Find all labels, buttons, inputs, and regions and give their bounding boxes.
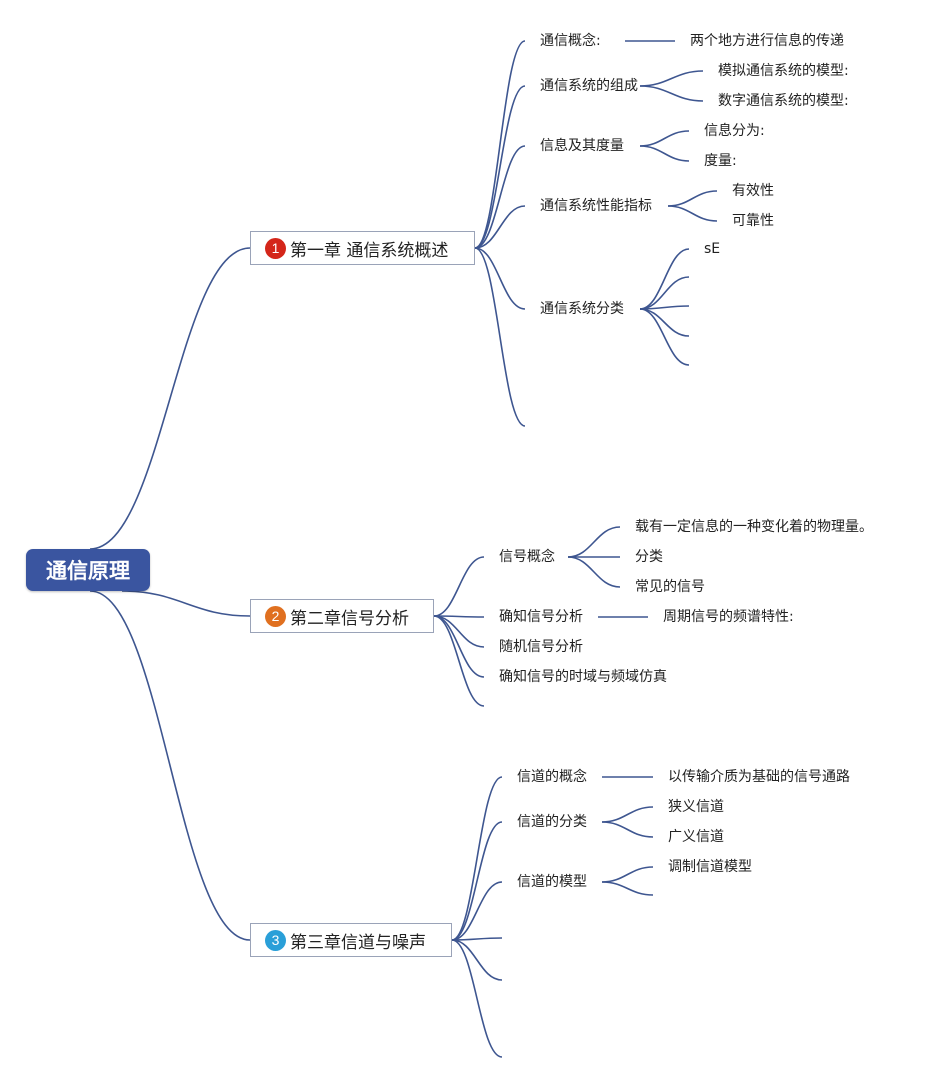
chapter-label: 第一章 通信系统概述: [290, 240, 449, 261]
topic-1-3-child-1-line: [639, 130, 690, 147]
chapter-3-topic-2-line: [451, 821, 503, 941]
chapter-1-topic-2-line: [474, 85, 526, 249]
topic-2-2[interactable]: 确知信号分析: [499, 609, 583, 625]
subtopic-1-3-1[interactable]: 信息分为:: [704, 123, 765, 139]
subtopic-2-2-1[interactable]: 周期信号的频谱特性:: [663, 609, 794, 625]
topic-3-1[interactable]: 信道的概念: [517, 769, 587, 785]
topic-3-2-child-2-line: [601, 821, 654, 838]
chapter-3-topic-1-line: [451, 776, 503, 941]
chapter-number-badge: 2: [265, 605, 286, 627]
topic-2-1-child-3-line: [567, 556, 621, 588]
topic-1-2-child-2-line: [639, 85, 704, 102]
topic-1-4[interactable]: 通信系统性能指标: [540, 198, 652, 214]
topic-1-5-child-5-line: [639, 308, 690, 366]
chapter-3-topic-6-line: [451, 939, 503, 1058]
chapter-label: 第三章信道与噪声: [290, 932, 426, 953]
chapter-1-topic-4-line: [474, 205, 526, 249]
chapter-3-topic-3-line: [451, 881, 503, 941]
subtopic-3-2-1[interactable]: 狭义信道: [668, 799, 724, 815]
subtopic-1-1-1[interactable]: 两个地方进行信息的传递: [690, 33, 844, 49]
chapter-1-topic-6-line: [474, 247, 526, 427]
topic-1-5-child-2-line: [639, 276, 690, 310]
subtopic-3-3-1[interactable]: 调制信道模型: [668, 859, 752, 875]
topic-1-2[interactable]: 通信系统的组成: [540, 78, 638, 94]
topic-1-2-child-1-line: [639, 70, 704, 87]
topic-1-4-child-2-line: [667, 205, 718, 222]
subtopic-2-1-2[interactable]: 分类: [635, 549, 663, 565]
root-to-chapter-2-line: [121, 590, 251, 617]
subtopic-1-2-1[interactable]: 模拟通信系统的模型:: [718, 63, 849, 79]
topic-1-3-child-2-line: [639, 145, 690, 162]
root-node[interactable]: 通信原理: [26, 549, 150, 591]
chapter-label: 第二章信号分析: [290, 608, 409, 629]
chapter-3-topic-5-line: [451, 939, 503, 981]
chapter-1-topic-5-line: [474, 247, 526, 310]
subtopic-2-1-3[interactable]: 常见的信号: [635, 579, 705, 595]
topic-3-3-child-1-line: [601, 866, 654, 883]
subtopic-3-1-1[interactable]: 以传输介质为基础的信号通路: [668, 769, 850, 785]
chapter-2-topic-1-line: [433, 556, 485, 617]
topic-1-4-child-1-line: [667, 190, 718, 207]
topic-1-5-child-4-line: [639, 308, 690, 337]
subtopic-1-2-2[interactable]: 数字通信系统的模型:: [718, 93, 849, 109]
chapter-number-badge: 1: [265, 237, 286, 259]
topic-2-4[interactable]: 确知信号的时域与频域仿真: [499, 669, 667, 685]
topic-3-2[interactable]: 信道的分类: [517, 814, 587, 830]
chapter-1-topic-3-line: [474, 145, 526, 249]
root-to-chapter-1-line: [89, 247, 251, 550]
topic-2-3[interactable]: 随机信号分析: [499, 639, 583, 655]
root-label: 通信原理: [46, 559, 130, 583]
topic-1-1[interactable]: 通信概念:: [540, 33, 601, 49]
topic-1-5[interactable]: 通信系统分类: [540, 301, 624, 317]
subtopic-1-3-2[interactable]: 度量:: [704, 153, 737, 169]
topic-3-2-child-1-line: [601, 806, 654, 823]
subtopic-1-5-1[interactable]: sE: [704, 241, 721, 257]
subtopic-2-1-1[interactable]: 载有一定信息的一种变化着的物理量。: [635, 519, 873, 535]
topic-1-3[interactable]: 信息及其度量: [540, 138, 624, 154]
subtopic-1-4-2[interactable]: 可靠性: [732, 213, 774, 229]
topic-3-3[interactable]: 信道的模型: [517, 874, 587, 890]
topic-2-1-child-1-line: [567, 526, 621, 558]
topic-2-1[interactable]: 信号概念: [499, 549, 555, 565]
chapter-1-topic-1-line: [474, 40, 526, 249]
topic-1-5-child-1-line: [639, 248, 690, 310]
subtopic-3-2-2[interactable]: 广义信道: [668, 829, 724, 845]
chapter-number-badge: 3: [265, 929, 286, 951]
subtopic-1-4-1[interactable]: 有效性: [732, 183, 774, 199]
chapter-2-topic-5-line: [433, 615, 485, 707]
topic-3-3-child-2-line: [601, 881, 654, 896]
root-to-chapter-3-line: [89, 590, 251, 941]
